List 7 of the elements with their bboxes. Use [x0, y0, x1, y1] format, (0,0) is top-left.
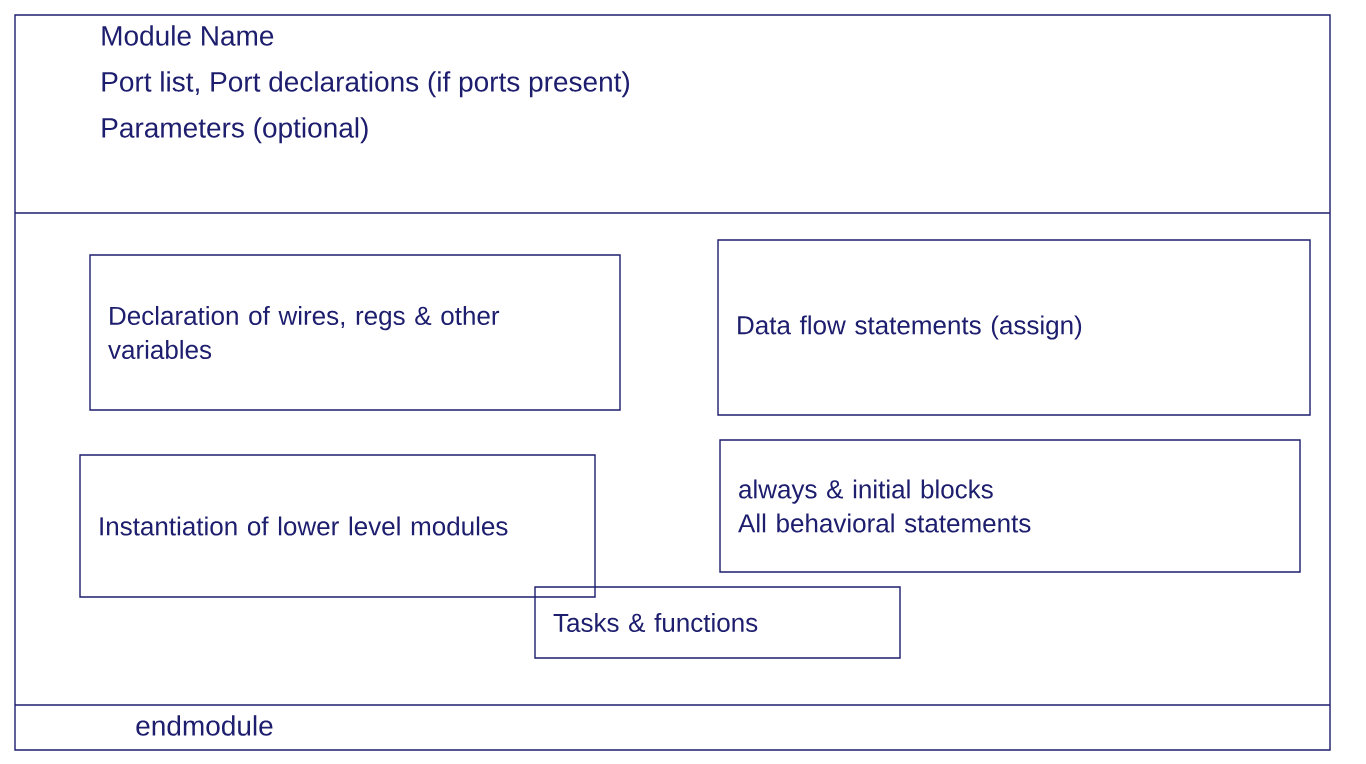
block-box: Data flow statements (assign) — [717, 239, 1311, 416]
keyword-text: endmodule — [136, 715, 273, 736]
block-box: Instantiation of lower level modules — [79, 454, 596, 598]
block-box: Tasks & functions — [534, 586, 901, 659]
block-box: always & initial blocks All behavioral statements — [719, 439, 1301, 573]
header-text: Module Name Port list, Port declarations (if ports present) Parameters (optional) — [102, 25, 630, 144]
block-box: Declaration of wires, regs & other variables — [89, 254, 621, 411]
